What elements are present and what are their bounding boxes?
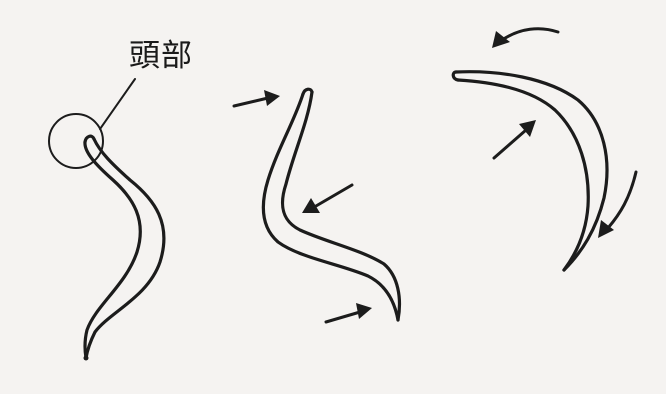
head-circle: [48, 113, 104, 169]
head-marker: [48, 78, 136, 169]
arrow-2b: [302, 183, 354, 213]
worm-1-body-left: [83, 140, 142, 360]
worm-1-tail-tip: [83, 355, 89, 361]
worm-posture-1: [83, 134, 166, 361]
worm-3-body-outer: [454, 70, 609, 272]
head-leader-line: [99, 78, 136, 130]
worm-posture-2: [261, 87, 402, 322]
worm-3-arrows: [492, 27, 638, 238]
arrow-2a: [232, 90, 280, 108]
worm-2-head-tip: [301, 87, 314, 96]
worm-2-body-upper: [261, 92, 400, 322]
arrow-3a: [492, 27, 560, 48]
worm-1-body-right: [84, 137, 166, 360]
worm-2-body-lower: [280, 90, 402, 322]
worm-2-arrows: [232, 90, 372, 324]
arrow-2c: [324, 303, 372, 324]
arrow-3b: [492, 120, 536, 160]
worm-3-head-tip: [451, 70, 460, 82]
head-label: 頭部: [129, 38, 193, 74]
worm-posture-3: [451, 70, 609, 272]
worm-1-head-tip: [83, 134, 96, 144]
worm-3-body-inner: [456, 78, 590, 272]
arrow-3c: [598, 170, 638, 238]
